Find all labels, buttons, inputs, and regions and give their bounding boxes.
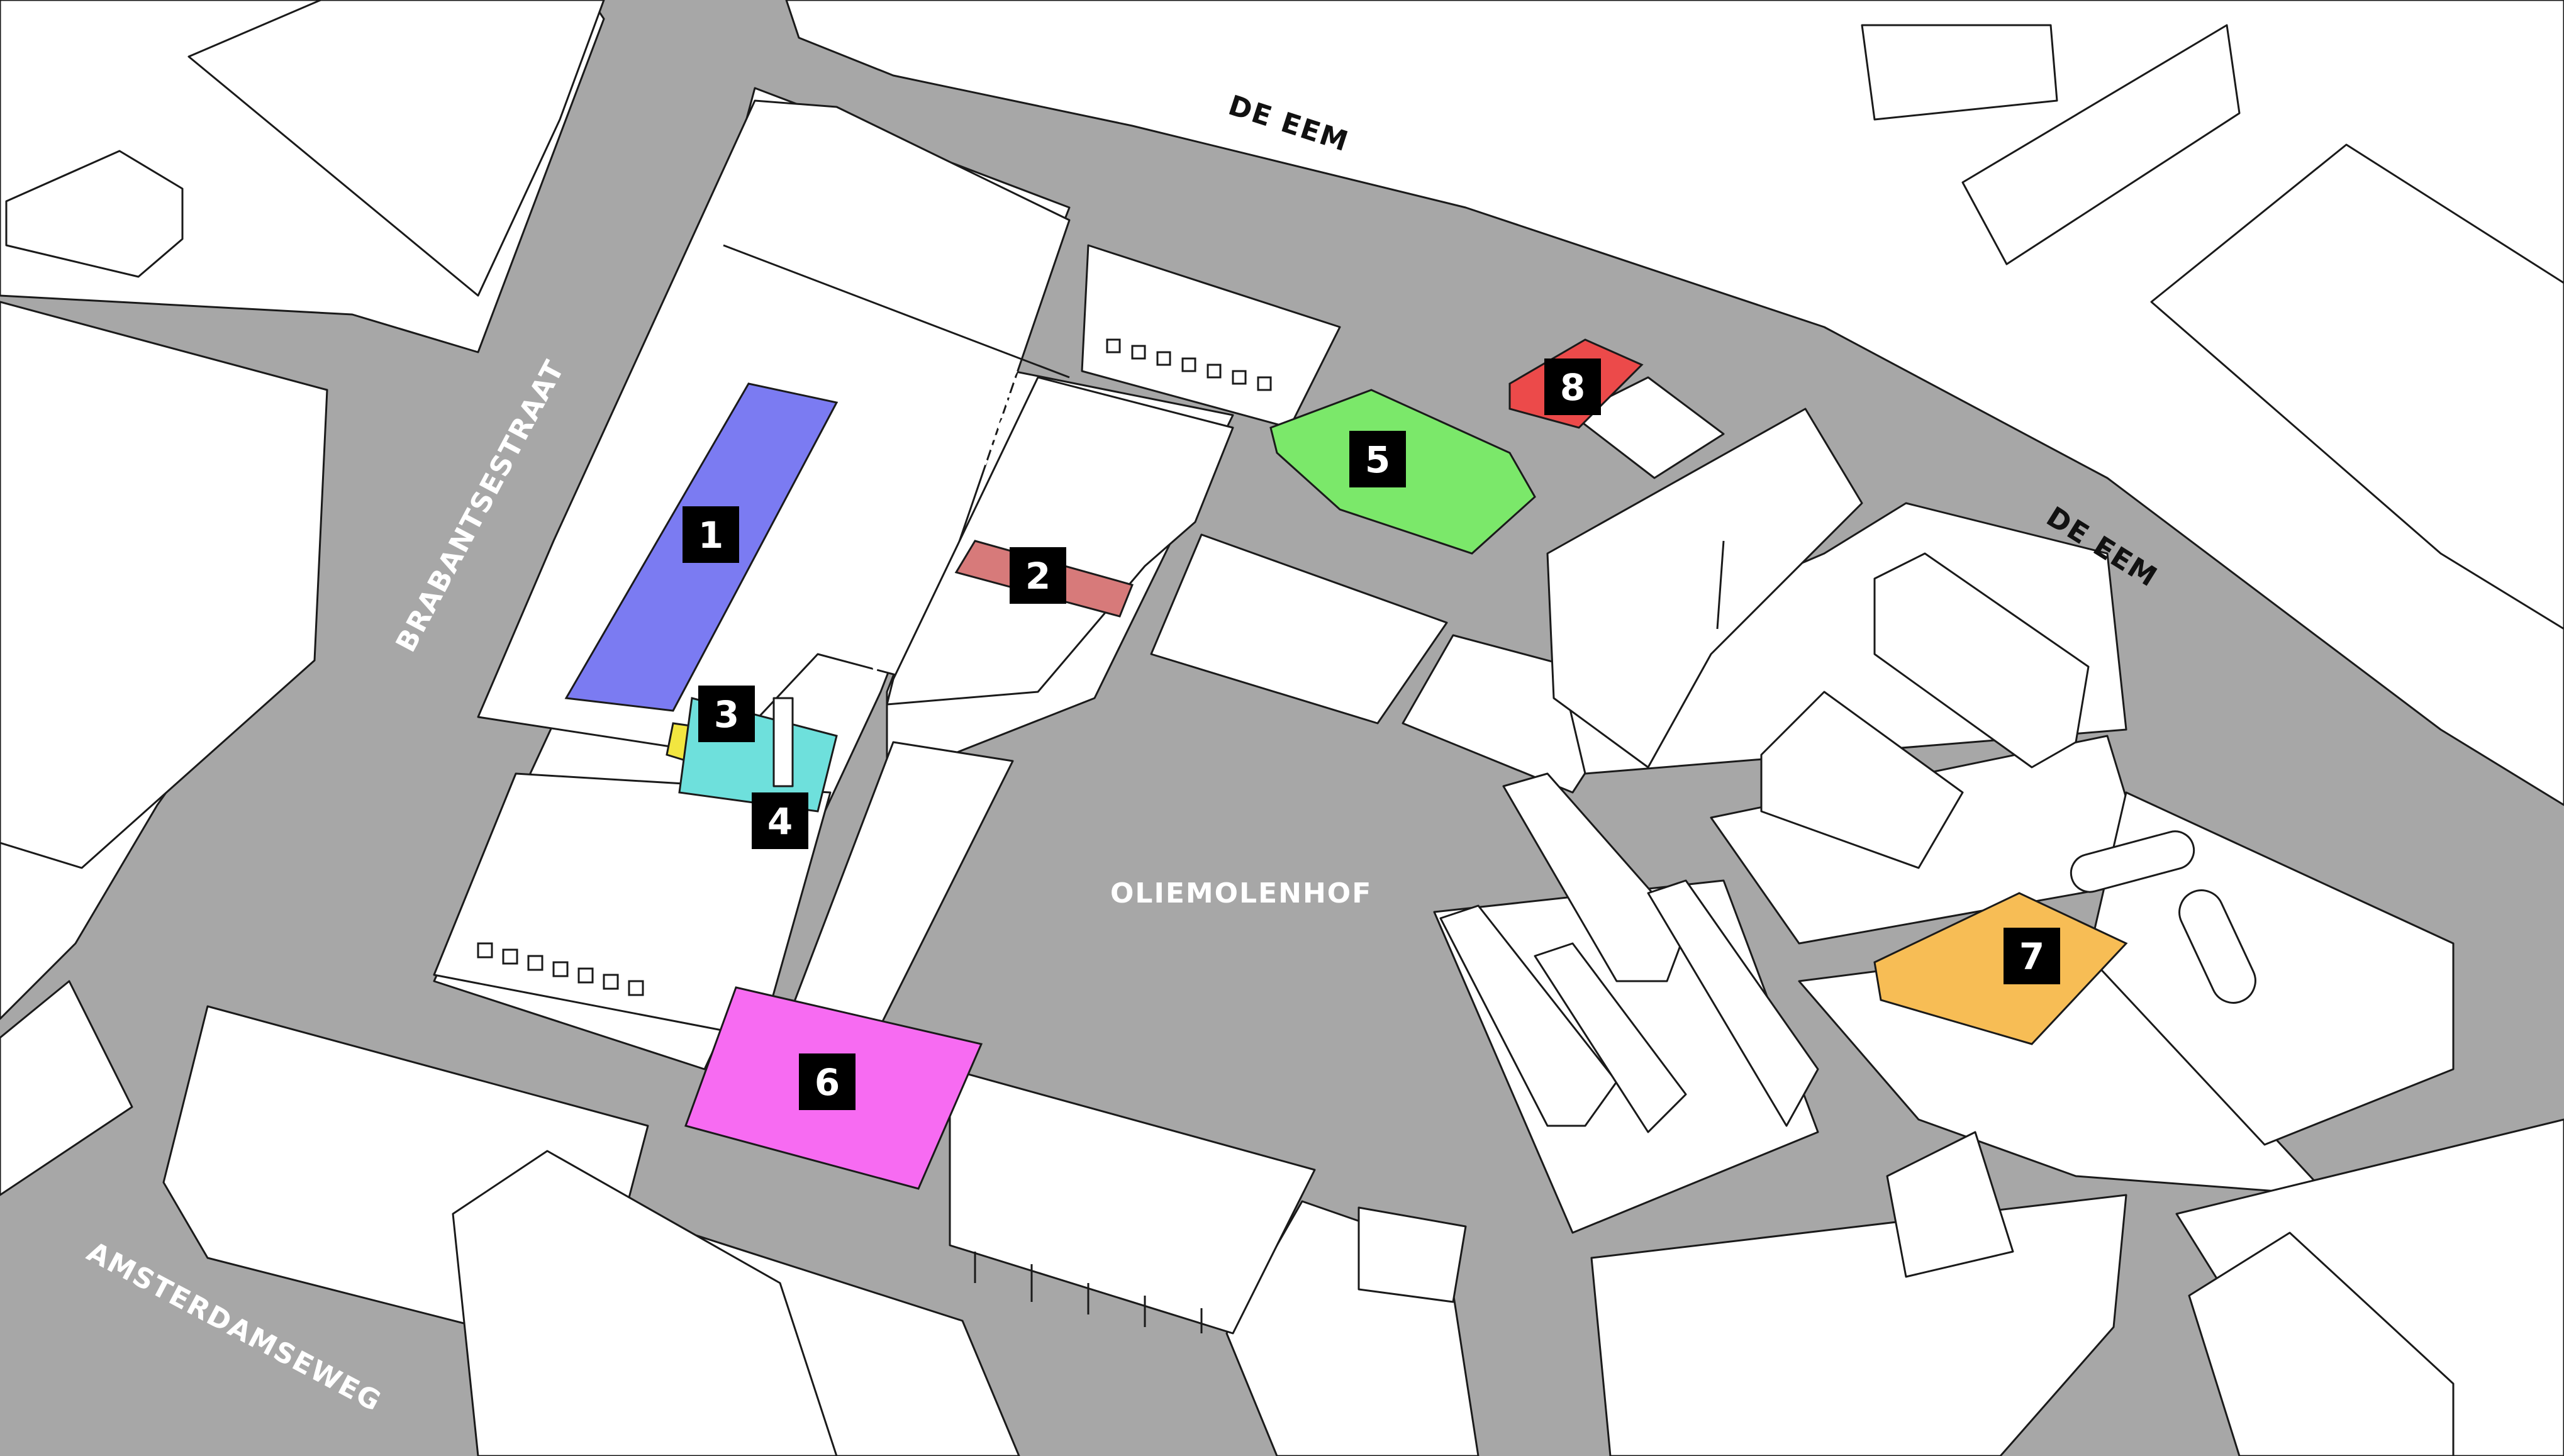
windows-south-hall bbox=[974, 1252, 1203, 1333]
building-cube-cluster bbox=[1760, 552, 2090, 869]
chimney-factory bbox=[772, 697, 794, 787]
street-label-oliemolenhof: OLIEMOLENHOF bbox=[1110, 877, 1372, 909]
marker-4-label: 4 bbox=[767, 800, 793, 843]
marker-8-box bbox=[1544, 358, 1601, 415]
building-long-warehouse-2 bbox=[1439, 904, 1618, 1127]
marker-1-box bbox=[683, 506, 739, 563]
block-north bbox=[785, 0, 2564, 806]
building-east-tower bbox=[1886, 1131, 2014, 1278]
building-pill-1 bbox=[2070, 830, 2195, 893]
building-small-south bbox=[1357, 1206, 1467, 1303]
chimney-east bbox=[1716, 540, 1725, 630]
building-large-west bbox=[0, 301, 328, 869]
building-oude-fabriek bbox=[886, 376, 1234, 706]
building-north-2 bbox=[1961, 24, 2241, 265]
marker-6[interactable]: 6 bbox=[799, 1053, 856, 1110]
building-south-west-complex bbox=[452, 1150, 838, 1456]
building-pill-2 bbox=[2178, 889, 2256, 1004]
marker-3-box bbox=[698, 686, 755, 742]
marker-1[interactable]: 1 bbox=[683, 506, 739, 563]
marker-7-label: 7 bbox=[2019, 935, 2044, 978]
marker-6-box bbox=[799, 1053, 856, 1110]
building-chimney-complex bbox=[1546, 408, 1863, 769]
building-gabled bbox=[1571, 376, 1725, 479]
marker-8-label: 8 bbox=[1560, 366, 1585, 409]
marker-5[interactable]: 5 bbox=[1349, 431, 1406, 487]
plot-south-east bbox=[1590, 1194, 2127, 1456]
site-markers: 1 2 3 4 5 6 7 8 bbox=[683, 358, 2060, 1110]
marker-4-box bbox=[752, 792, 808, 849]
building-long-warehouse-4 bbox=[1647, 879, 1819, 1127]
marker-6-label: 6 bbox=[815, 1061, 840, 1104]
marker-8[interactable]: 8 bbox=[1544, 358, 1601, 415]
building-north-1 bbox=[1861, 24, 2058, 121]
marker-1-label: 1 bbox=[698, 514, 723, 557]
block-bottom-left bbox=[0, 980, 133, 1196]
marker-5-box bbox=[1349, 431, 1406, 487]
site-7-area bbox=[1873, 892, 2128, 1045]
building-top-left bbox=[5, 150, 184, 278]
marker-2-box bbox=[1010, 547, 1066, 604]
marker-2[interactable]: 2 bbox=[1010, 547, 1066, 604]
marker-7-box bbox=[2004, 928, 2060, 984]
building-long-warehouse-3 bbox=[1534, 942, 1687, 1133]
marker-5-label: 5 bbox=[1365, 438, 1390, 481]
building-south-hall bbox=[949, 1068, 1316, 1335]
marker-7[interactable]: 7 bbox=[2004, 928, 2060, 984]
marker-4[interactable]: 4 bbox=[752, 792, 808, 849]
marker-3[interactable]: 3 bbox=[698, 686, 755, 742]
windows-north-building bbox=[1106, 338, 1272, 391]
building-long-warehouse-1 bbox=[1502, 772, 1687, 982]
marker-2-label: 2 bbox=[1025, 555, 1051, 597]
building-north-east bbox=[2150, 143, 2564, 630]
windows-factory-south bbox=[477, 942, 644, 996]
marker-3-label: 3 bbox=[714, 693, 739, 736]
highlighted-sites bbox=[564, 338, 2128, 1190]
plot-east-1 bbox=[1150, 533, 1448, 725]
roof-ridge bbox=[723, 244, 1070, 379]
building-large-nw bbox=[187, 0, 605, 297]
building-far-south-east bbox=[2188, 1231, 2455, 1456]
